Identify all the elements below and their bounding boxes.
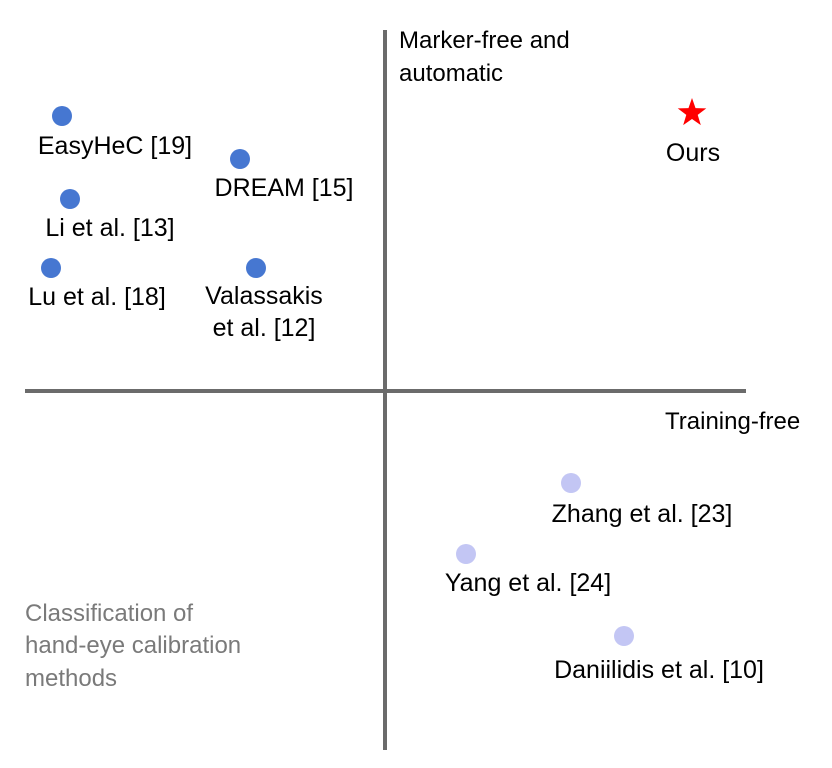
method-li-label: Li et al. [13]: [45, 214, 174, 242]
vertical-axis-label-line: automatic: [399, 60, 503, 87]
method-yang-label-line: Yang et al. [24]: [445, 569, 611, 597]
method-valassakis-dot: [246, 258, 266, 278]
method-daniilidis: Daniilidis et al. [10]: [554, 626, 764, 684]
diagram-caption: Classification of hand-eye calibration m…: [25, 600, 248, 692]
caption-line: methods: [25, 665, 117, 692]
method-easyhec: EasyHeC [19]: [38, 106, 192, 160]
method-lu-label: Lu et al. [18]: [28, 283, 166, 311]
methods-layer: EasyHeC [19] DREAM [15] Li et al. [13] Lu e…: [28, 98, 764, 684]
caption-line: Classification of: [25, 600, 193, 627]
method-ours-label-line: Ours: [666, 139, 720, 167]
method-zhang: Zhang et al. [23]: [552, 473, 733, 528]
method-lu: Lu et al. [18]: [28, 258, 166, 311]
method-easyhec-dot: [52, 106, 72, 126]
caption-line: hand-eye calibration: [25, 632, 241, 659]
method-valassakis-label-line: et al. [12]: [213, 314, 316, 342]
method-dream-label-line: DREAM [15]: [215, 174, 354, 202]
method-daniilidis-dot: [614, 626, 634, 646]
method-yang-label: Yang et al. [24]: [445, 569, 611, 597]
method-yang-dot: [456, 544, 476, 564]
method-li: Li et al. [13]: [45, 189, 175, 242]
method-lu-label-line: Lu et al. [18]: [28, 283, 166, 311]
method-valassakis-label-line: Valassakis: [205, 282, 323, 310]
method-li-label-line: Li et al. [13]: [45, 214, 174, 242]
method-zhang-label-line: Zhang et al. [23]: [552, 500, 733, 528]
method-easyhec-label-line: EasyHeC [19]: [38, 132, 192, 160]
method-ours-star-icon: [677, 98, 707, 126]
method-dream-dot: [230, 149, 250, 169]
vertical-axis-label-line: Marker-free and: [399, 27, 570, 54]
method-lu-dot: [41, 258, 61, 278]
method-ours-label: Ours: [666, 139, 720, 167]
method-ours: Ours: [666, 98, 720, 167]
method-valassakis: Valassakis et al. [12]: [205, 258, 323, 342]
method-daniilidis-label: Daniilidis et al. [10]: [554, 656, 764, 684]
vertical-axis-label: Marker-free and automatic: [399, 27, 576, 87]
method-zhang-dot: [561, 473, 581, 493]
horizontal-axis-label: Training-free: [665, 408, 800, 435]
method-daniilidis-label-line: Daniilidis et al. [10]: [554, 656, 764, 684]
method-dream-label: DREAM [15]: [215, 174, 354, 202]
method-easyhec-label: EasyHeC [19]: [38, 132, 192, 160]
method-valassakis-label: Valassakis et al. [12]: [205, 282, 323, 342]
method-zhang-label: Zhang et al. [23]: [552, 500, 733, 528]
method-li-dot: [60, 189, 80, 209]
method-dream: DREAM [15]: [215, 149, 354, 202]
method-yang: Yang et al. [24]: [445, 544, 611, 597]
